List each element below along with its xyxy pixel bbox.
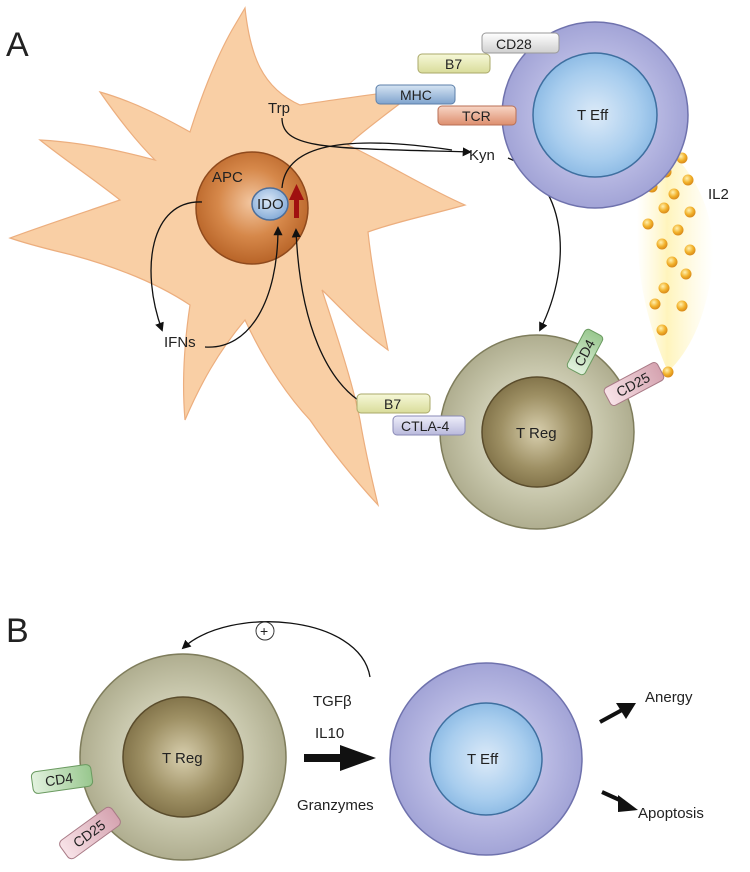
b7-receptor-top: B7: [417, 53, 491, 74]
cd25-receptor-a: CD25: [603, 361, 665, 407]
b7-bottom-label: B7: [384, 396, 401, 412]
teff-b-cell-nucleus: [429, 702, 543, 816]
panel-b-letter: B: [6, 612, 29, 650]
il2-particle: [656, 324, 668, 336]
il2-particle: [656, 238, 668, 250]
mhc-label: MHC: [400, 87, 432, 103]
ido-bubble: [251, 187, 289, 221]
anergy-arrow-icon: [599, 703, 636, 724]
anergy-label: Anergy: [645, 689, 693, 706]
mhc-receptor: MHC: [375, 84, 456, 105]
tcr-receptor: TCR: [437, 105, 517, 126]
il2-particle: [662, 366, 674, 378]
ido-upregulation-arrow-icon: [289, 184, 304, 218]
granzymes-label: Granzymes: [297, 797, 374, 814]
ifns-label: IFNs: [164, 334, 196, 351]
cd28-label: CD28: [496, 36, 532, 52]
ido-label: IDO: [257, 196, 284, 213]
trp-to-kyn-arrow: [281, 117, 472, 157]
teff-b-label: T Eff: [467, 751, 499, 768]
cd4-b-label: CD4: [44, 770, 74, 790]
il2-particle: [658, 282, 670, 294]
apc-label: APC: [212, 169, 243, 186]
apoptosis-label: Apoptosis: [638, 805, 704, 822]
il2-particle: [684, 206, 696, 218]
plus-circle-icon: [255, 621, 275, 641]
teff-label: T Eff: [577, 107, 609, 124]
il2-particle: [649, 298, 661, 310]
tgfb-label: TGFβ: [313, 693, 352, 710]
il2-label: IL2: [708, 186, 729, 203]
il2-particle: [672, 224, 684, 236]
kyn-label: Kyn: [469, 147, 495, 164]
treg-b-cell-nucleus: [122, 696, 244, 818]
b7-top-label: B7: [445, 56, 462, 72]
panel-a-letter: A: [6, 26, 29, 64]
treg-b-label: T Reg: [162, 750, 203, 767]
il2-particle: [680, 268, 692, 280]
plus-label: +: [260, 623, 268, 639]
teff-cell-nucleus: [532, 52, 658, 178]
treg-cell-nucleus: [481, 376, 593, 488]
cd28-receptor: CD28: [481, 32, 560, 54]
il2-particle: [684, 244, 696, 256]
trp-label: Trp: [268, 100, 290, 117]
il2-particle: [658, 202, 670, 214]
apoptosis-arrow-icon: [601, 790, 638, 812]
ctla4-label: CTLA-4: [401, 418, 449, 434]
tcr-label: TCR: [462, 108, 491, 124]
il2-particle: [666, 256, 678, 268]
il10-label: IL10: [315, 725, 344, 742]
ctla4-to-ido-arrow: [291, 228, 359, 401]
feedback-arrow: [181, 621, 371, 678]
il2-particle: [642, 218, 654, 230]
ifns-to-ido-arrow: [204, 226, 283, 348]
treg-label: T Reg: [516, 425, 557, 442]
nucleus-to-ifns-arrow: [150, 201, 203, 332]
b7-receptor-bottom: B7: [356, 393, 431, 414]
suppression-arrow-icon: [304, 745, 376, 771]
il2-particle: [676, 300, 688, 312]
ido-to-kyn-arrow: [281, 142, 453, 189]
cd4-receptor-b: CD4: [30, 764, 94, 794]
ctla4-receptor: CTLA-4: [392, 415, 466, 436]
il2-particle: [682, 174, 694, 186]
il2-particle: [668, 188, 680, 200]
